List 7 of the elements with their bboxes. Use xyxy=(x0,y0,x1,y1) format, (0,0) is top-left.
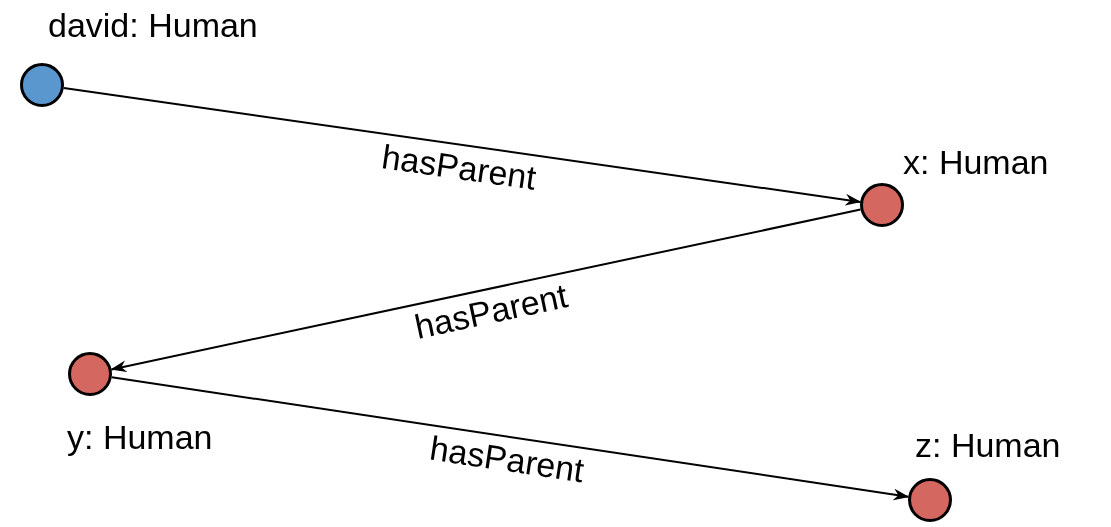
arrow xyxy=(110,208,862,373)
node-label: david: Human xyxy=(48,8,258,42)
arrow xyxy=(62,87,862,206)
node-label: x: Human xyxy=(903,145,1049,179)
node-label: y: Human xyxy=(67,420,213,454)
arrow xyxy=(110,376,910,501)
node-label: z: Human xyxy=(915,428,1061,462)
